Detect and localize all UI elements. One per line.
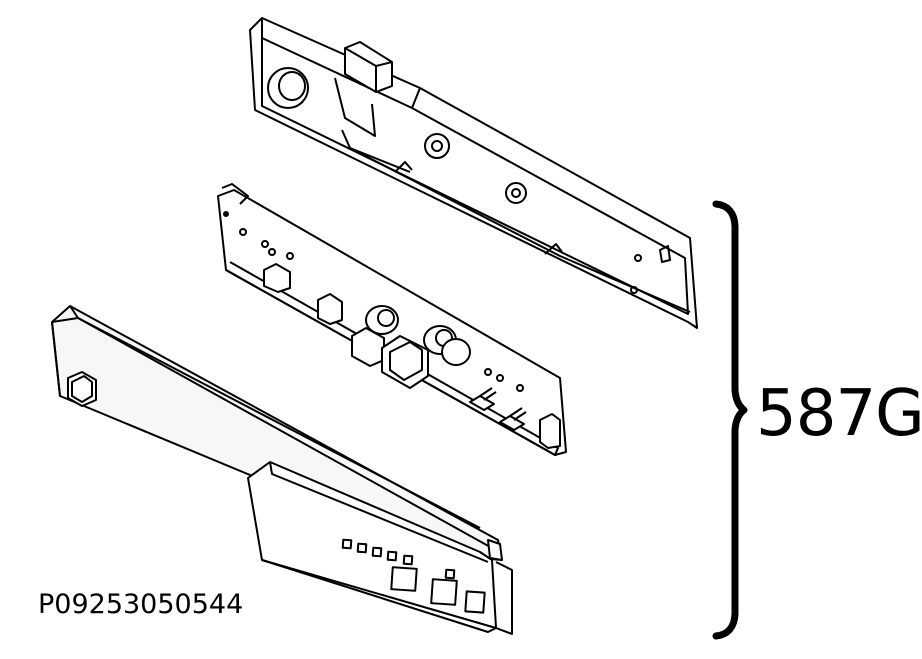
circuit-board (217, 183, 567, 456)
rear-housing (249, 17, 698, 329)
part-number-label: P09253050544 (38, 589, 244, 620)
assembly-bracket (712, 200, 748, 640)
front-panel (51, 305, 513, 635)
assembly-callout-label: 587G (756, 377, 922, 451)
